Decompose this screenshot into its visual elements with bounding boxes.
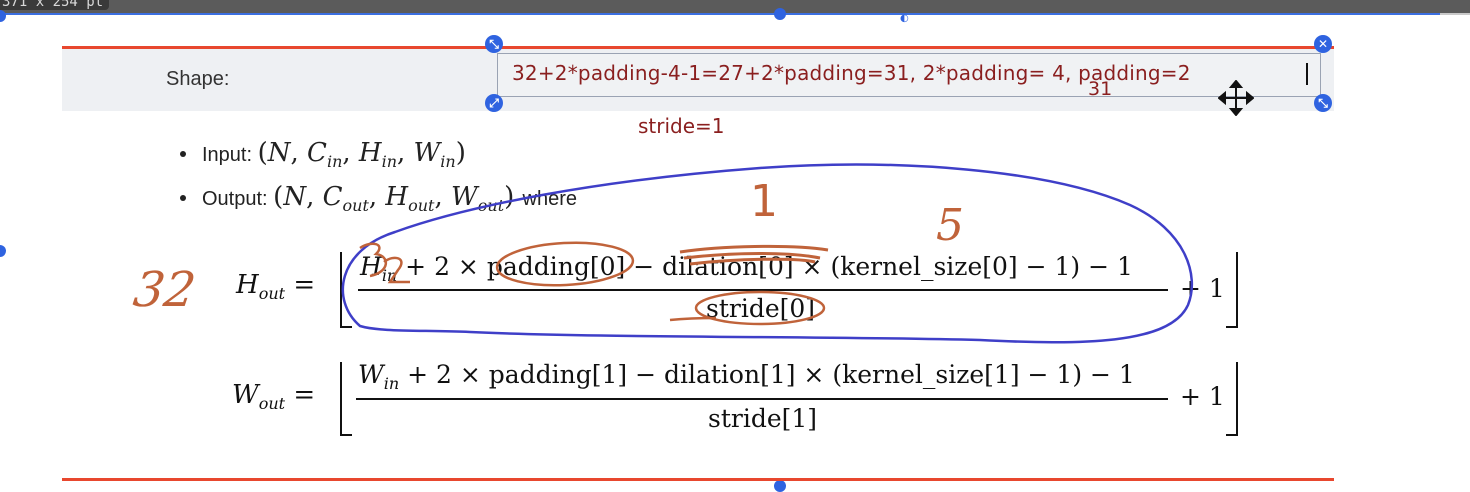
output-suffix: where xyxy=(522,188,578,210)
resize-handle-icon[interactable]: ⤡ xyxy=(485,35,503,53)
shape-label: Shape: xyxy=(166,68,230,90)
input-bullet: Input: (N, Cin, Hin, Win) xyxy=(180,138,466,171)
shape-header-box xyxy=(62,49,1334,111)
output-shape-math: (N, Cout, Hout, Wout) xyxy=(273,182,515,216)
w-out-lhs: Wout = xyxy=(232,380,316,414)
section-bottom-rule xyxy=(62,478,1334,481)
w-tail: + 1 xyxy=(1180,382,1225,411)
resize-handle-icon[interactable]: ⤢ xyxy=(485,94,503,112)
ink-32-left: 32 xyxy=(130,262,200,318)
selection-left-mid-handle[interactable] xyxy=(0,245,6,257)
w-floor-right xyxy=(1226,362,1238,436)
ink-32-over-input xyxy=(359,242,410,284)
w-denominator: stride[1] xyxy=(708,404,818,433)
h-floor-right xyxy=(1226,252,1238,328)
bullet-dot xyxy=(180,150,186,157)
w-fraction-bar xyxy=(356,398,1168,400)
resize-handle-icon[interactable]: ⤡ xyxy=(1314,94,1332,112)
annotation-text-box[interactable] xyxy=(497,53,1321,97)
section-top-rule xyxy=(62,46,1334,49)
input-label: Input: xyxy=(202,144,253,166)
h-tail: + 1 xyxy=(1180,274,1225,303)
h-fraction-bar xyxy=(358,289,1168,291)
bullet-dot xyxy=(180,194,186,201)
h-numerator: Hin + 2 × padding[0] − dilation[0] × (ke… xyxy=(360,252,1133,285)
selection-outline-top xyxy=(0,13,1440,15)
selection-left-top-handle[interactable] xyxy=(0,10,6,22)
blue-lasso-stroke xyxy=(341,163,1193,344)
ink-5-above-kernel: 5 xyxy=(936,200,964,251)
move-cursor-icon xyxy=(1218,80,1254,116)
ink-circle-stride xyxy=(694,290,826,326)
annotation-text-value[interactable]: 32+2*padding-4-1=27+2*padding=31, 2*padd… xyxy=(512,61,1191,85)
rotate-handle-icon[interactable]: ◐ xyxy=(900,13,909,24)
h-out-lhs: Hout = xyxy=(236,270,316,304)
output-label: Output: xyxy=(202,188,268,210)
w-floor-left xyxy=(340,362,352,436)
input-shape-math: (N, Cin, Hin, Win) xyxy=(257,138,466,172)
window-top-bar: 371 x 254 pt xyxy=(0,0,1470,14)
selection-outline-top-right xyxy=(1440,13,1470,15)
h-floor-left xyxy=(340,252,352,328)
stride-note[interactable]: stride=1 xyxy=(638,114,725,138)
close-icon[interactable]: ✕ xyxy=(1314,35,1332,53)
ink-1-above-dilation: 1 xyxy=(750,176,778,227)
ink-stride-tail xyxy=(669,316,717,322)
overlap-note: 31 xyxy=(1088,78,1113,100)
text-caret xyxy=(1306,63,1308,85)
size-label: 371 x 254 pt xyxy=(0,0,110,10)
h-denominator: stride[0] xyxy=(706,294,816,323)
w-numerator: Win + 2 × padding[1] − dilation[1] × (ke… xyxy=(358,360,1135,393)
output-bullet: Output: (N, Cout, Hout, Wout) where xyxy=(180,182,577,215)
ink-scribble-dilation xyxy=(679,244,829,266)
selection-top-handle[interactable] xyxy=(774,8,786,20)
ink-circle-padding xyxy=(495,241,635,287)
